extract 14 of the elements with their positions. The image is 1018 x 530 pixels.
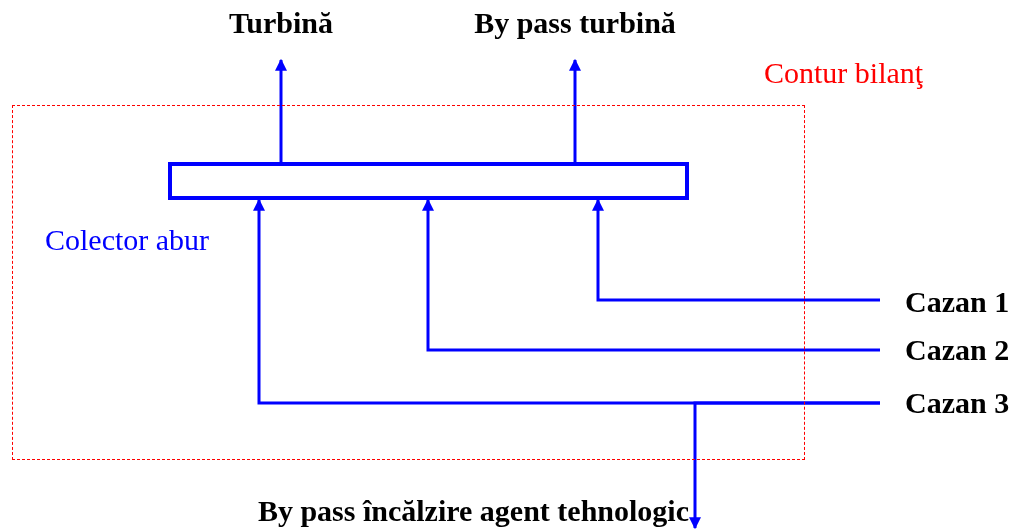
flow-label: By pass turbină	[474, 6, 676, 40]
flow-arrow	[592, 198, 880, 302]
collector-label: Colector abur	[45, 223, 210, 257]
flow-label: Cazan 2	[905, 333, 1010, 367]
flow-arrow	[569, 58, 581, 162]
flow-label: Cazan 1	[905, 285, 1010, 319]
flow-arrow	[689, 401, 880, 530]
flow-arrow	[275, 58, 287, 162]
boundary-label: Contur bilanţ	[764, 56, 924, 90]
flow-label: Cazan 3	[905, 386, 1010, 420]
flow-label: By pass încălzire agent tehnologic	[257, 494, 689, 528]
flow-label: Turbină	[229, 6, 333, 40]
flow-arrow	[422, 198, 880, 352]
collector-bar	[168, 162, 689, 200]
